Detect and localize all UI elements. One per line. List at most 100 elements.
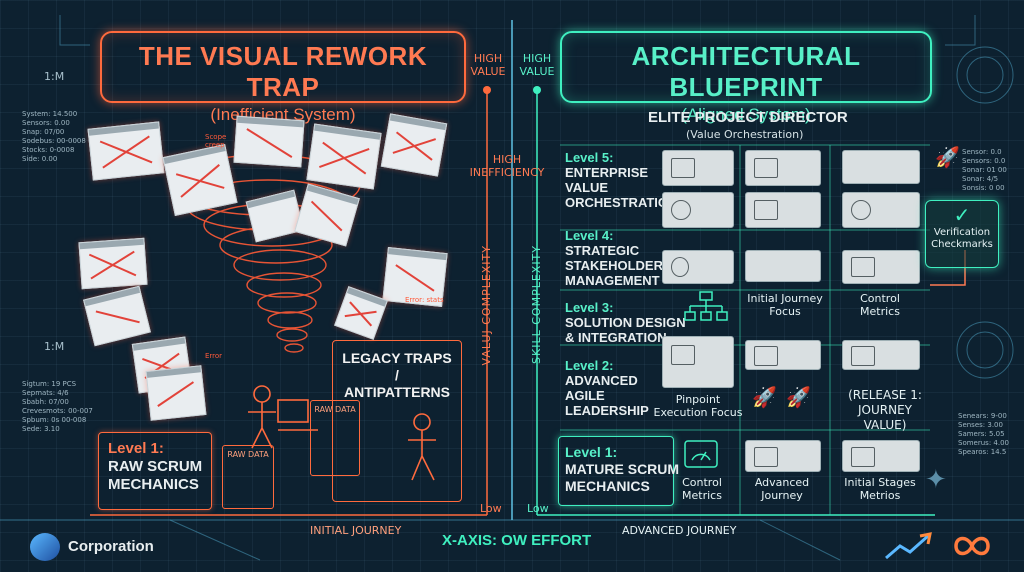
level1-line: MATURE SCRUM [565, 461, 680, 477]
verification-line: Checkmarks [931, 239, 993, 250]
caption-line: Initial Journey [747, 292, 823, 305]
right-low-label: Low [527, 502, 549, 515]
note-line: Senears: 9-00 [958, 412, 1007, 420]
rocket-icon: 🚀 [786, 385, 811, 409]
trend-arrow-icon [885, 532, 932, 560]
note-line: Senses: 3.00 [958, 421, 1003, 429]
control-metrics-top-caption: Control Metrics [835, 292, 925, 318]
rocket-icon: 🚀 [935, 145, 960, 169]
advanced-journey-caption: Advanced Journey [740, 476, 824, 502]
note-line: Spearos: 14.5 [958, 448, 1007, 456]
scribble: Error [205, 352, 223, 360]
right-title: ARCHITECTURAL BLUEPRINT [631, 41, 861, 102]
left-value-text: VALUE [470, 65, 506, 78]
level2-line: ADVANCED [565, 373, 638, 388]
blank-card [842, 150, 920, 184]
left-notes-bottom: Sigtum: 19 PCS Sepmats: 4/6 Sbabh: 07/00… [22, 380, 93, 434]
workflow-card [662, 336, 734, 388]
level4-title: Level 4: [565, 228, 614, 243]
settings-card [662, 192, 734, 228]
raw-data-sheet: RAW DATA [222, 445, 274, 509]
note-line: Snap: 07/00 [22, 128, 65, 136]
note-line: System: 14.500 [22, 110, 78, 118]
legacy-traps-label: LEGACY TRAPS / ANTIPATTERNS [342, 350, 452, 401]
verification-box: ✓ Verification Checkmarks [925, 200, 999, 268]
high-inefficiency-line2: INEFFICIENCY [469, 166, 545, 179]
level5-line: ORCHESTRATION [565, 195, 678, 210]
level5-line: ENTERPRISE [565, 165, 649, 180]
level3-line: SOLUTION DESIGN [565, 315, 686, 330]
director-subtitle: (Value Orchestration) [686, 128, 804, 141]
people-card [745, 440, 821, 472]
hierarchy-icon [684, 291, 728, 321]
right-x-axis-label: ADVANCED JOURNEY [622, 524, 737, 537]
scribble: Error: stats [405, 296, 444, 304]
scattered-document [145, 365, 207, 421]
initial-stages-caption: Initial Stages Metrios [835, 476, 925, 502]
release-caption: (RELEASE 1: JOURNEY VALUE) [835, 388, 935, 433]
level2-title: Level 2: [565, 358, 614, 373]
scribble: creep [205, 141, 225, 149]
code-card [745, 340, 821, 370]
level2-line: LEADERSHIP [565, 403, 649, 418]
user-profile-card [662, 250, 734, 284]
note-line: Samers: 5.05 [958, 430, 1005, 438]
left-level1-box [98, 432, 212, 510]
level1-label: Level 1: MATURE SCRUM MECHANICS [565, 444, 679, 495]
flowchart-card [662, 150, 734, 186]
scattered-document [233, 115, 305, 168]
caption-line: Advanced [754, 476, 810, 489]
left-y-axis-label: VALUJ COMPLEXITY [480, 245, 493, 366]
note-line: Sigtum: 19 PCS [22, 380, 77, 388]
left-low-label: Low [480, 502, 502, 515]
level4-label: Level 4: STRATEGIC STAKEHOLDER MANAGEMEN… [565, 228, 663, 288]
caption-line: Journey [761, 489, 803, 502]
level2-label: Level 2: ADVANCED AGILE LEADERSHIP [565, 358, 649, 418]
legacy-line1: LEGACY TRAPS / [342, 350, 452, 383]
note-line: Sonar: 4/5 [962, 175, 999, 183]
left-x-axis-label: INITIAL JOURNEY [310, 524, 402, 537]
director-title: ELITE PROJECT DIRECTOR [648, 109, 848, 126]
pinpoint-caption: Pinpoint Execution Focus [648, 393, 748, 419]
left-high-value-label: HIGH VALUE [470, 52, 506, 78]
verification-label: Verification Checkmarks [926, 227, 998, 251]
right-value-text: VALUE [519, 65, 555, 78]
stressed-worker-icon [248, 385, 318, 449]
left-level1-label: Level 1: RAW SCRUM MECHANICS [108, 440, 202, 494]
code-card [745, 192, 821, 228]
left-title-box: THE VISUAL REWORK TRAP (Inefficient Syst… [100, 31, 466, 124]
level5-label: Level 5: ENTERPRISE VALUE ORCHESTRATION [565, 150, 677, 210]
caption-line: Initial Stages [844, 476, 916, 489]
frustrated-worker-icon [408, 413, 436, 481]
left-level1-line2: RAW SCRUM [108, 458, 203, 475]
legacy-traps-box [332, 340, 462, 502]
caption-line: JOURNEY VALUE) [858, 403, 912, 432]
team-card [842, 250, 920, 284]
scribble: Scope [205, 133, 227, 141]
caption-line: Focus [769, 305, 801, 318]
list-card [842, 340, 920, 370]
caption-line: Control [682, 476, 722, 489]
right-level1-box [558, 436, 674, 506]
note-line: Sepmats: 4/6 [22, 389, 69, 397]
note-line: Sensor: 0.0 [962, 148, 1002, 156]
right-title-box: ARCHITECTURAL BLUEPRINT (Aligned System) [560, 31, 932, 124]
raw-data-label: RAW DATA [314, 405, 356, 414]
rocket-icon: 🚀 [752, 385, 777, 409]
level1-title: Level 1: [565, 444, 618, 460]
checklist-card [842, 440, 920, 472]
legacy-line2: ANTIPATTERNS [343, 384, 451, 400]
note-line: Side: 0.00 [22, 155, 58, 163]
caption-line: (RELEASE 1: [848, 388, 922, 402]
caption-line: Control [860, 292, 900, 305]
note-line: Stocks: 0-0008 [22, 146, 75, 154]
right-y-axis-label: SKILL COMPLEXITY [530, 245, 543, 364]
right-subtitle: (Aligned System) [681, 105, 811, 124]
level3-title: Level 3: [565, 300, 614, 315]
note-line: Crevesmots: 00-007 [22, 407, 93, 415]
note-line: Sbabh: 07/00 [22, 398, 69, 406]
scale-bottom: 1:M [44, 340, 65, 353]
caption-line: Pinpoint [675, 393, 721, 406]
level3-line: & INTEGRATION [565, 330, 667, 345]
blank-card [745, 250, 821, 282]
